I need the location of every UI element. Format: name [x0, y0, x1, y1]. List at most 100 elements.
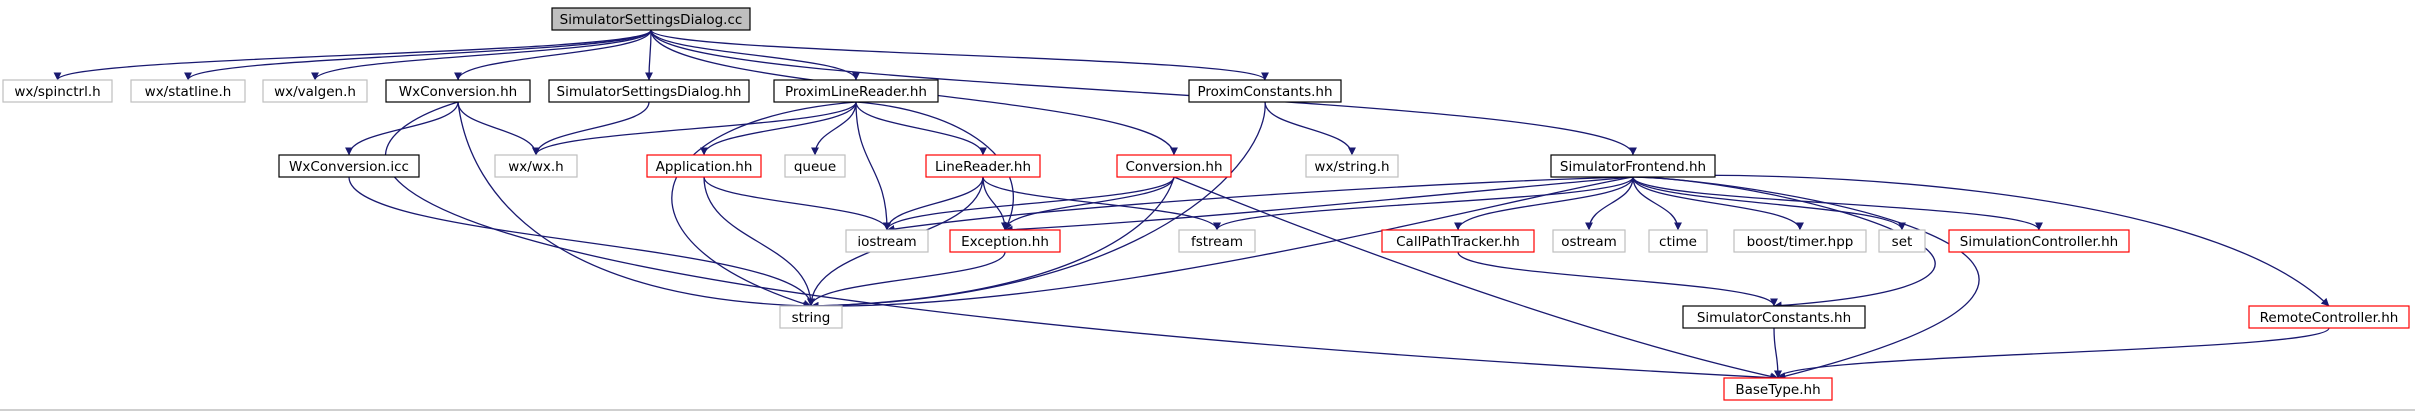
- node-label: LineReader.hh: [935, 159, 1031, 175]
- dependency-edges: [53, 29, 2330, 382]
- node-box: [1188, 79, 1342, 103]
- node-box: [1682, 305, 1866, 329]
- node-fstream[interactable]: fstream: [1178, 229, 1256, 253]
- node-label: wx/spinctrl.h: [14, 84, 100, 100]
- node-simfrontend-hh[interactable]: SimulatorFrontend.hh: [1550, 154, 1716, 178]
- node-label: BaseType.hh: [1735, 382, 1820, 398]
- edge-conversion_hh-to-exception_hh: [1001, 176, 1175, 231]
- node-box: [2, 79, 113, 103]
- node-label: wx/string.h: [1314, 159, 1389, 175]
- node-wxconv-icc[interactable]: WxConversion.icc: [278, 154, 420, 178]
- node-label: WxConversion.hh: [399, 84, 517, 100]
- node-wxconv-hh[interactable]: WxConversion.hh: [385, 79, 531, 103]
- node-label: wx/statline.h: [145, 84, 232, 100]
- node-wxstring[interactable]: wx/string.h: [1305, 154, 1399, 178]
- node-box: [1116, 154, 1232, 178]
- edge-plr_hh-to-iostream: [855, 101, 891, 231]
- edge-linereader_hh-to-fstream: [982, 176, 1221, 231]
- node-label: RemoteController.hh: [2260, 310, 2399, 326]
- node-label: WxConversion.icc: [289, 159, 409, 175]
- node-box: [551, 7, 751, 31]
- node-label: wx/wx.h: [508, 159, 563, 175]
- node-conversion-hh[interactable]: Conversion.hh: [1116, 154, 1232, 178]
- node-ctime[interactable]: ctime: [1648, 229, 1708, 253]
- node-simconst-hh[interactable]: SimulatorConstants.hh: [1682, 305, 1866, 329]
- node-valgen[interactable]: wx/valgen.h: [262, 79, 368, 103]
- node-spinctrl[interactable]: wx/spinctrl.h: [2, 79, 113, 103]
- node-iostream[interactable]: iostream: [845, 229, 929, 253]
- node-plr-hh[interactable]: ProximLineReader.hh: [773, 79, 939, 103]
- node-box: [1648, 229, 1708, 253]
- edge-plr_hh-to-wxwx: [532, 101, 857, 156]
- node-box: [1733, 229, 1867, 253]
- edge-root-to-ssd_hh: [645, 29, 654, 81]
- node-basetype-hh[interactable]: BaseType.hh: [1723, 377, 1833, 401]
- node-label: CallPathTracker.hh: [1396, 234, 1520, 250]
- edge-simfrontend_hh-to-ostream: [1585, 176, 1634, 231]
- node-ssd-hh[interactable]: SimulatorSettingsDialog.hh: [548, 79, 750, 103]
- node-box: [1552, 229, 1626, 253]
- node-box: [949, 229, 1061, 253]
- edge-conversion_hh-to-iostream: [883, 176, 1175, 231]
- node-simcontroller-hh[interactable]: SimulationController.hh: [1948, 229, 2130, 253]
- node-exception-hh[interactable]: Exception.hh: [949, 229, 1061, 253]
- bottom-divider: [0, 409, 2415, 411]
- node-queue[interactable]: queue: [784, 154, 846, 178]
- edge-simfrontend_hh-to-fstream: [1213, 176, 1634, 231]
- node-timer[interactable]: boost/timer.hpp: [1733, 229, 1867, 253]
- edge-simfrontend_hh-to-cpt_hh: [1454, 176, 1634, 231]
- node-label: Conversion.hh: [1125, 159, 1222, 175]
- node-label: queue: [794, 159, 836, 175]
- node-box: [2248, 305, 2410, 329]
- edge-plr_hh-to-linereader_hh: [855, 101, 987, 156]
- edge-wxconv_hh-to-wxconv_icc: [345, 101, 459, 156]
- edge-simfrontend_hh-to-exception_hh: [1004, 176, 1634, 234]
- node-proximconst-hh[interactable]: ProximConstants.hh: [1188, 79, 1342, 103]
- node-label: boost/timer.hpp: [1747, 234, 1854, 250]
- node-label: set: [1892, 234, 1913, 250]
- edge-simfrontend_hh-to-simcontroller_hh: [1632, 176, 2043, 231]
- file-nodes: SimulatorSettingsDialog.cc wx/spinctrl.h w…: [2, 7, 2410, 401]
- node-box: [779, 305, 843, 329]
- node-box: [1305, 154, 1399, 178]
- node-box: [130, 79, 246, 103]
- node-label: Application.hh: [656, 159, 753, 175]
- node-wxwx[interactable]: wx/wx.h: [494, 154, 578, 178]
- edge-conversion_hh-to-basetype_hh: [1173, 176, 1779, 381]
- edge-plr_hh-to-exception_hh: [855, 101, 1014, 231]
- node-root[interactable]: SimulatorSettingsDialog.cc: [551, 7, 751, 31]
- edge-root-to-spinctrl: [53, 29, 652, 81]
- edge-simfrontend_hh-to-string: [810, 176, 1634, 311]
- node-box: [385, 79, 531, 103]
- edge-proximconst_hh-to-wxstring: [1264, 101, 1356, 156]
- node-application-hh[interactable]: Application.hh: [646, 154, 762, 178]
- edge-exception_hh-to-string: [807, 251, 1006, 307]
- node-label: ostream: [1561, 234, 1617, 250]
- node-linereader-hh[interactable]: LineReader.hh: [925, 154, 1041, 178]
- node-string[interactable]: string: [779, 305, 843, 329]
- node-box: [1550, 154, 1716, 178]
- node-set[interactable]: set: [1878, 229, 1926, 253]
- edge-simconst_hh-to-basetype_hh: [1773, 327, 1782, 379]
- edge-wxconv_hh-to-string: [457, 101, 812, 310]
- node-box: [548, 79, 750, 103]
- node-box: [262, 79, 368, 103]
- node-label: SimulatorSettingsDialog.hh: [557, 84, 742, 100]
- edge-plr_hh-to-application_hh: [700, 101, 857, 156]
- node-label: ProximLineReader.hh: [785, 84, 927, 100]
- edge-root-to-proximconst_hh: [650, 29, 1269, 81]
- node-box: [925, 154, 1041, 178]
- edge-proximconst_hh-to-string: [810, 101, 1266, 310]
- node-statline[interactable]: wx/statline.h: [130, 79, 246, 103]
- node-ostream[interactable]: ostream: [1552, 229, 1626, 253]
- node-label: wx/valgen.h: [274, 84, 356, 100]
- node-remotecontroller-hh[interactable]: RemoteController.hh: [2248, 305, 2410, 329]
- node-label: string: [792, 310, 831, 326]
- node-box: [784, 154, 846, 178]
- edge-application_hh-to-string: [703, 176, 815, 307]
- node-cpt-hh[interactable]: CallPathTracker.hh: [1381, 229, 1535, 253]
- node-box: [1723, 377, 1833, 401]
- edge-simfrontend_hh-to-basetype_hh: [1632, 176, 1980, 381]
- node-label: SimulatorConstants.hh: [1697, 310, 1851, 326]
